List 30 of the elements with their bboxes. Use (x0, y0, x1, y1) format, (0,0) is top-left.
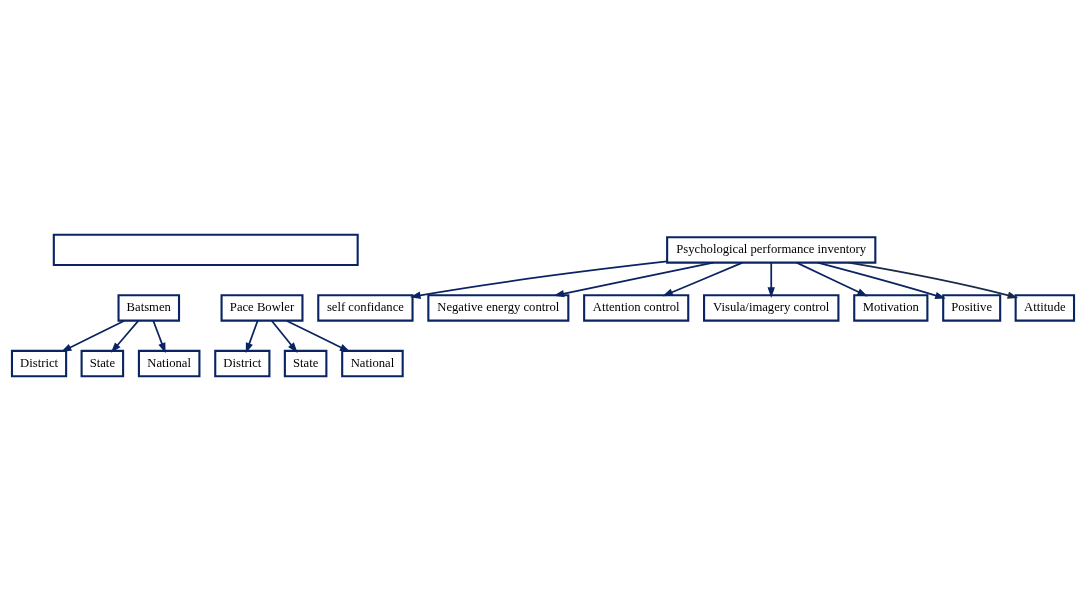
node-box (52, 233, 359, 267)
arrow (795, 261, 868, 297)
node-box: Psychological performance inventory (666, 236, 877, 264)
arrow (816, 261, 946, 299)
arrow (553, 261, 715, 298)
arrow (152, 319, 166, 354)
arrow (270, 319, 298, 353)
node-box: National (341, 349, 404, 378)
node-box: Attitude (1014, 294, 1076, 322)
node-box: Visula/imagery control (703, 294, 840, 322)
node-box: self confidance (317, 294, 414, 322)
node-box: State (80, 349, 125, 378)
arrow (847, 261, 1019, 299)
node-box: District (10, 349, 68, 378)
arrow (410, 260, 668, 299)
arrow (662, 261, 744, 297)
node-box: Pace Bowler (220, 294, 304, 322)
arrow (110, 319, 140, 353)
node-box: Negative energy control (427, 294, 570, 322)
node-box: District (214, 349, 271, 378)
node-box: State (283, 349, 328, 378)
node-box: Batsmen (117, 294, 181, 322)
node-box: National (137, 349, 201, 378)
node-box: Positive (942, 294, 1002, 322)
node-box: Motivation (853, 294, 929, 322)
arrow (245, 319, 259, 354)
node-box: Attention control (583, 294, 690, 322)
arrow (285, 319, 351, 352)
arrow (767, 261, 775, 298)
arrow (60, 319, 126, 353)
